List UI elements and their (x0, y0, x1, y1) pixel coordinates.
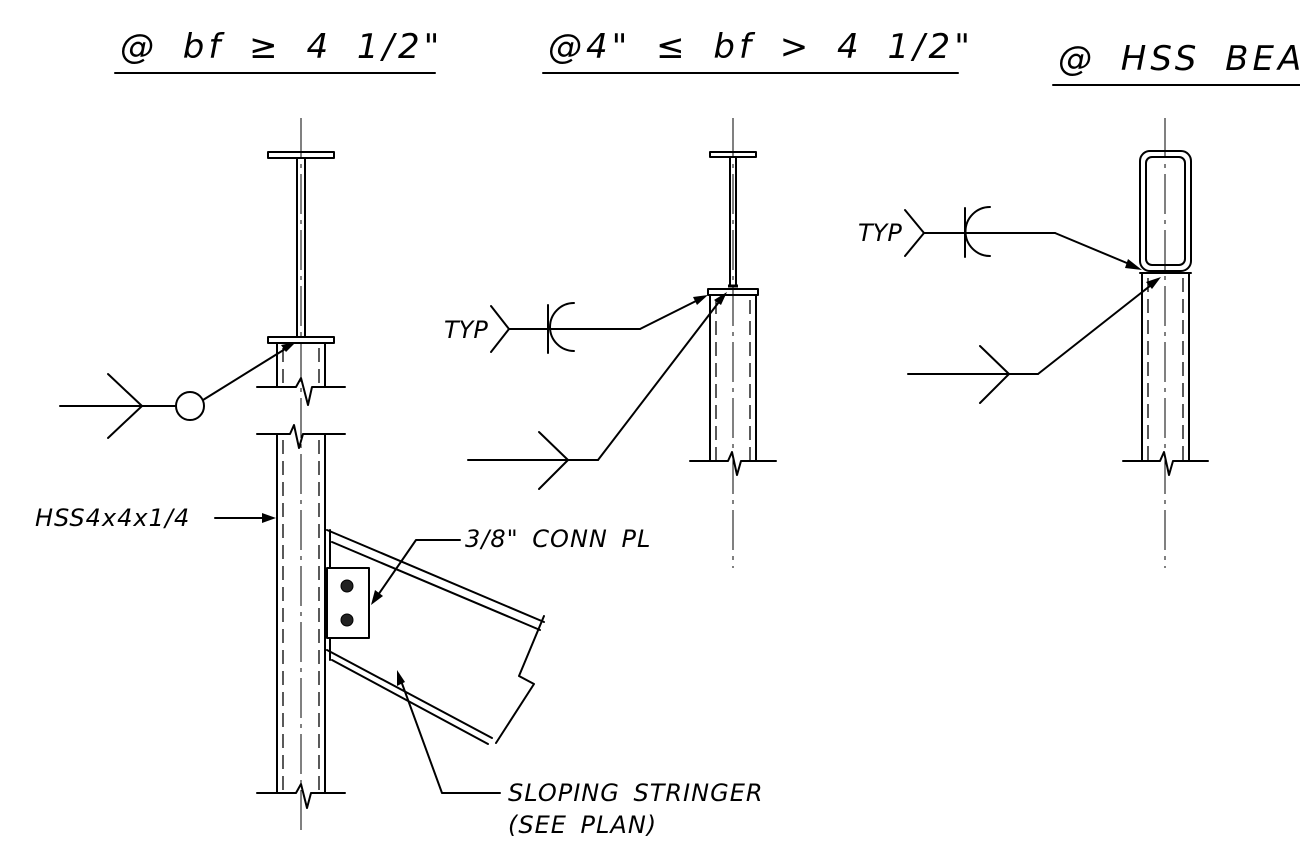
right-hss-column (1122, 272, 1209, 476)
hss-beam-inner (1145, 156, 1186, 266)
conn-pl-callout: 3/8" CONN PL (371, 525, 651, 605)
tail (904, 209, 925, 257)
hss-label: HSS4x4x1/4 (35, 504, 190, 532)
title-right: @ HSS BEAM (1058, 39, 1300, 79)
stringer-callout: SLOPING STRINGER (SEE PLAN) (397, 670, 764, 839)
tail (490, 305, 510, 353)
stringer-break-line (495, 615, 545, 744)
arrow-head-icon (281, 342, 296, 352)
tail (979, 345, 1010, 404)
arrow-leader (597, 297, 723, 461)
arrow-leader (1054, 232, 1135, 267)
stringer-leader (399, 677, 501, 794)
bolt-icon (340, 579, 354, 593)
left-weld-symbol (59, 342, 296, 439)
left-hss-column-lower (256, 424, 346, 809)
flare-bevel-arc (964, 206, 991, 257)
break-line (256, 783, 346, 809)
right-weld-symbol-typ: TYP (858, 206, 1142, 270)
middle-weld-symbol-typ: TYP (444, 295, 708, 354)
stringer-label-line1: SLOPING STRINGER (508, 779, 764, 807)
connection-plate (326, 567, 370, 639)
arrow-head-icon (262, 513, 276, 523)
right-weld-symbol-fillet (907, 277, 1161, 404)
middle-detail: TYP (444, 118, 777, 568)
middle-hss-column (689, 294, 777, 476)
detail-titles: @ bf ≥ 4 1/2" @4" ≤ bf > 4 1/2" @ HSS BE… (114, 27, 1300, 86)
conn-pl-leader (375, 539, 461, 599)
hss-beam (1139, 150, 1192, 272)
title-left: @ bf ≥ 4 1/2" (120, 27, 443, 67)
stringer-label-line2: (SEE PLAN) (508, 811, 657, 839)
conn-plate (326, 567, 370, 639)
right-detail: TYP (858, 118, 1209, 568)
arrow-head-icon (1125, 259, 1142, 270)
title-middle: @4" ≤ bf > 4 1/2" (548, 27, 974, 67)
conn-pl-label: 3/8" CONN PL (465, 525, 651, 553)
top-flange (267, 151, 335, 159)
arrow-head-icon (371, 590, 383, 605)
left-hss-column-upper (256, 342, 346, 406)
bolt-icon (340, 613, 354, 627)
bottom-flange (267, 336, 335, 344)
arrow-leader (202, 345, 291, 401)
break-line (689, 451, 777, 476)
flare-bevel-arc (549, 302, 575, 352)
arrow-leader (639, 298, 701, 330)
break-line (256, 424, 346, 449)
hss-callout: HSS4x4x1/4 (35, 504, 276, 532)
all-around-icon (175, 391, 205, 421)
break-line (256, 377, 346, 406)
left-w-beam (267, 151, 335, 344)
arrow-head-icon (397, 670, 405, 686)
middle-w-beam (709, 151, 757, 288)
arrow-head-icon (693, 295, 708, 305)
tail (107, 373, 143, 439)
hss-beam-outer (1139, 150, 1192, 272)
typ-label: TYP (858, 219, 902, 247)
stringer-top-flange-inner (331, 541, 541, 631)
typ-label: TYP (444, 316, 488, 344)
sloping-stringer (326, 529, 545, 745)
arrow-head-icon (714, 292, 727, 305)
cap-plate (707, 288, 759, 296)
middle-weld-symbol-fillet (467, 292, 727, 490)
arrow-head-icon (1146, 277, 1161, 289)
stringer-top-flange-outer (326, 529, 545, 623)
stringer-bottom-flange-inner (331, 659, 489, 745)
break-line (1122, 451, 1209, 476)
top-flange (709, 151, 757, 158)
left-detail: HSS4x4x1/4 3/8" CONN PL SL (35, 118, 764, 839)
tail (538, 431, 569, 490)
stringer-bottom-flange-outer (326, 649, 493, 739)
arrow-leader (1037, 281, 1156, 375)
